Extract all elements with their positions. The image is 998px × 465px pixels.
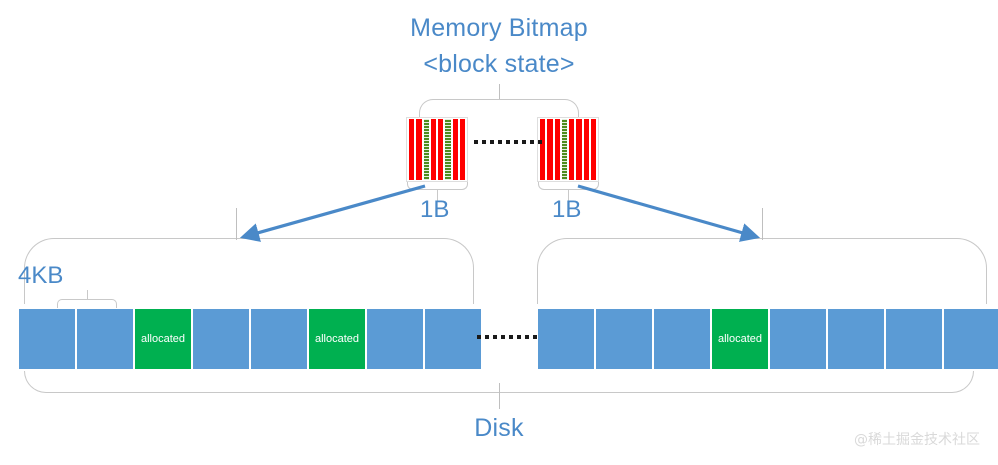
- ellipsis-dot: [477, 335, 481, 339]
- disk-label: Disk: [474, 414, 524, 442]
- ellipsis-dot: [493, 335, 497, 339]
- disk-block[interactable]: [595, 308, 653, 370]
- bitmap-bit: [452, 119, 458, 180]
- ellipsis-dot: [514, 140, 518, 144]
- disk-left-bracket-stem: [236, 208, 237, 240]
- byte-size-bracket-left: [407, 182, 468, 190]
- disk-block[interactable]: [366, 308, 424, 370]
- bitmap-bit: [547, 119, 553, 180]
- disk-ellipsis: [477, 335, 545, 339]
- disk-row-right: allocated: [537, 308, 998, 370]
- page-subtitle: <block state>: [423, 50, 575, 78]
- bitmap-bit: [409, 119, 415, 180]
- disk-block[interactable]: [943, 308, 998, 370]
- bitmap-byte-left: [406, 117, 468, 182]
- disk-right-bracket-stem: [762, 208, 763, 240]
- disk-label-connector-line: [499, 383, 500, 409]
- byte-size-label-right: 1B: [552, 196, 582, 223]
- bitmap-bit: [569, 119, 575, 180]
- ellipsis-dot: [522, 140, 526, 144]
- block-size-bracket: [57, 299, 117, 308]
- byte-size-label-left: 1B: [420, 196, 450, 223]
- ellipsis-dot: [517, 335, 521, 339]
- bitmap-bit: [540, 119, 546, 180]
- disk-block[interactable]: [250, 308, 308, 370]
- disk-block[interactable]: [424, 308, 482, 370]
- bitmap-bit: [590, 119, 596, 180]
- ellipsis-dot: [533, 335, 537, 339]
- arrow-left-mapping: [239, 184, 426, 242]
- ellipsis-dot: [525, 335, 529, 339]
- byte-size-stem-left: [437, 190, 438, 201]
- byte-size-bracket-right: [538, 182, 599, 190]
- disk-block[interactable]: [18, 308, 76, 370]
- ellipsis-dot: [490, 140, 494, 144]
- bitmap-bit: [438, 119, 444, 180]
- watermark: @稀土掘金技术社区: [854, 432, 980, 448]
- bitmap-bit: [445, 119, 451, 180]
- block-size-label: 4KB: [18, 262, 64, 289]
- disk-block[interactable]: [192, 308, 250, 370]
- disk-left-top-bracket: [24, 238, 474, 304]
- disk-block[interactable]: [537, 308, 595, 370]
- disk-block[interactable]: [769, 308, 827, 370]
- block-size-stem: [87, 290, 88, 300]
- disk-block[interactable]: allocated: [308, 308, 366, 370]
- bitmap-byte-right: [537, 117, 599, 182]
- disk-block[interactable]: [885, 308, 943, 370]
- disk-block[interactable]: [653, 308, 711, 370]
- bitmap-bit: [430, 119, 436, 180]
- ellipsis-dot: [485, 335, 489, 339]
- ellipsis-dot: [474, 140, 478, 144]
- ellipsis-dot: [482, 140, 486, 144]
- arrow-right-mapping: [577, 184, 761, 242]
- disk-block[interactable]: [76, 308, 134, 370]
- ellipsis-dot: [509, 335, 513, 339]
- page-title: Memory Bitmap: [410, 14, 588, 42]
- disk-block[interactable]: [827, 308, 885, 370]
- disk-block[interactable]: allocated: [711, 308, 769, 370]
- ellipsis-dot: [501, 335, 505, 339]
- bitmap-bit: [554, 119, 560, 180]
- ellipsis-dot: [530, 140, 534, 144]
- bitmap-bit: [583, 119, 589, 180]
- ellipsis-dot: [498, 140, 502, 144]
- byte-size-stem-right: [568, 190, 569, 201]
- ellipsis-dot: [506, 140, 510, 144]
- disk-block[interactable]: allocated: [134, 308, 192, 370]
- bitmap-bit: [576, 119, 582, 180]
- bitmap-bit: [561, 119, 567, 180]
- bitmap-bit: [423, 119, 429, 180]
- bitmap-span-bracket: [419, 99, 579, 121]
- disk-right-top-bracket: [537, 238, 987, 304]
- title-connector-line: [499, 84, 500, 100]
- disk-row-left: allocated allocated: [18, 308, 482, 370]
- bitmap-ellipsis: [474, 140, 542, 144]
- bitmap-bit: [416, 119, 422, 180]
- bitmap-bit: [459, 119, 465, 180]
- ellipsis-dot: [538, 140, 542, 144]
